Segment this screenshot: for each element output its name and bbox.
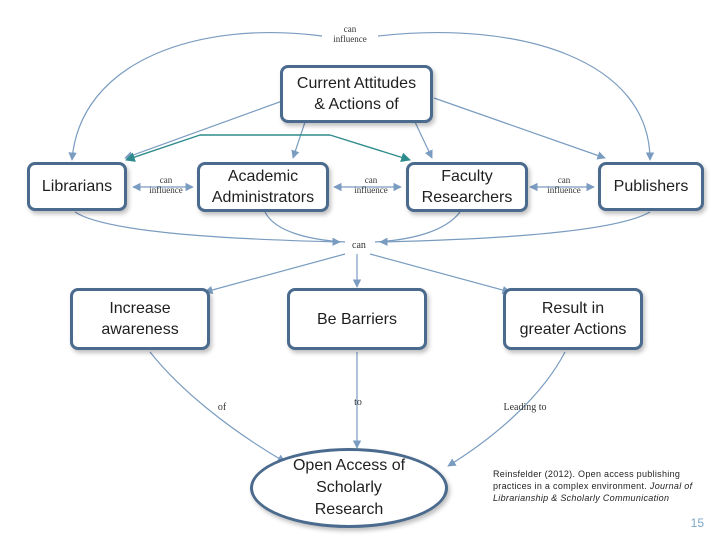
label-adm-fac-can-influence: can influence (354, 175, 388, 195)
teal-line-left (125, 134, 201, 162)
arrow-top-right-arc (377, 31, 655, 161)
arrow-current-to-administrators (291, 121, 306, 159)
label-lib-adm-can-influence: can influence (149, 175, 183, 195)
node-be-barriers: Be Barriers (287, 288, 427, 350)
arrow-result-to-oa (447, 351, 566, 467)
arrow-top-left-arc (68, 32, 323, 161)
label-of: of (217, 402, 227, 413)
arrow-lib-to-can (74, 211, 341, 247)
arrow-current-to-publishers (433, 97, 606, 160)
arrow-current-to-faculty (414, 121, 433, 159)
node-publishers: Publishers (598, 162, 704, 211)
citation-text: Reinsfelder (2012). Open access publishi… (493, 469, 681, 491)
arrow-can-to-increase (204, 253, 346, 295)
label-can: can (352, 240, 366, 251)
node-current-attitudes: Current Attitudes & Actions of (280, 65, 433, 123)
arrow-can-to-result (369, 253, 511, 295)
node-increase-awareness: Increase awareness (70, 288, 210, 350)
node-result-in-greater-actions: Result in greater Actions (503, 288, 643, 350)
arrow-fac-to-can (374, 211, 461, 243)
label-leading-to: Leading to (503, 402, 547, 413)
node-academic-administrators: Academic Administrators (197, 162, 329, 212)
arrow-adm-to-can (264, 211, 346, 243)
teal-line-right (329, 134, 411, 163)
node-faculty-researchers: Faculty Researchers (406, 162, 528, 212)
citation: Reinsfelder (2012). Open access publishi… (493, 468, 708, 504)
node-librarians: Librarians (27, 162, 127, 211)
arrow-increase-to-oa (149, 351, 286, 463)
label-fac-pub-can-influence: can influence (547, 175, 581, 195)
node-open-access: Open Access of Scholarly Research (250, 448, 448, 528)
label-top-can-influence: can influence (333, 24, 367, 44)
arrow-pub-to-can (379, 211, 651, 247)
citation-journal: Journal of Librarianship & Scholarly Com… (493, 481, 693, 503)
page-number: 15 (690, 516, 704, 530)
arrow-current-to-librarians (124, 99, 286, 160)
label-to: to (354, 397, 362, 408)
